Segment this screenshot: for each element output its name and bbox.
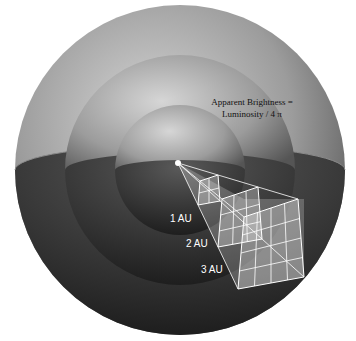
grid-line: [241, 238, 301, 253]
grid-line: [285, 204, 288, 281]
grid-line: [199, 188, 219, 193]
light-cone: [178, 163, 304, 289]
area-patch: [238, 199, 304, 289]
formula-note: Apparent Brightness = Luminosity / 4 π: [190, 97, 314, 120]
grid-line: [233, 195, 234, 244]
distance-label: 2 AU: [186, 237, 208, 250]
area-grids: [198, 175, 304, 289]
distance-label: 3 AU: [201, 263, 223, 276]
area-patch: [198, 175, 220, 205]
sun-point: [175, 160, 181, 166]
cone-edges: [178, 163, 304, 289]
grid-line: [240, 258, 303, 272]
outer-sphere: [15, 5, 345, 335]
outer-cut: [15, 145, 345, 335]
distance-label: 1 AU: [170, 212, 192, 225]
